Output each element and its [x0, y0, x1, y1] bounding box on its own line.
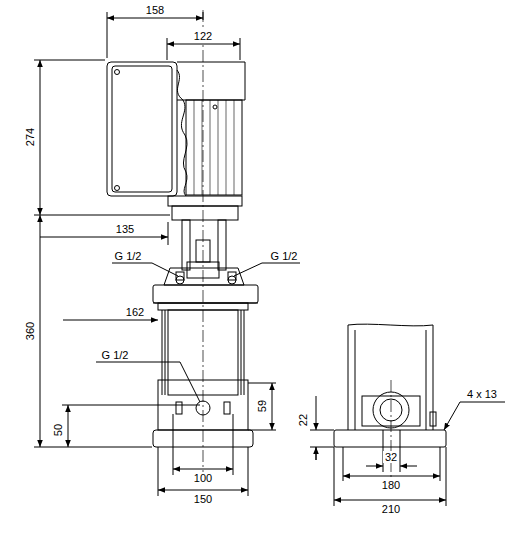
dimension-label: 150 [192, 493, 214, 505]
dimension-label: 360 [24, 320, 36, 342]
dimension-label: 4 x 13 [465, 388, 499, 400]
dimension-label: 162 [124, 306, 146, 318]
dimension-label: 32 [383, 451, 399, 463]
dimension-label: 59 [256, 398, 268, 414]
dimension-label: G 1/2 [113, 250, 144, 262]
dimension-label: 122 [192, 30, 214, 42]
dimension-label: G 1/2 [100, 349, 131, 361]
dimension-label: 274 [24, 126, 36, 148]
dimension-label: 158 [144, 4, 166, 16]
dimension-label: 100 [192, 472, 214, 484]
dimension-label: 50 [52, 422, 64, 438]
dimension-label: G 1/2 [269, 250, 300, 262]
dimension-label: 180 [380, 479, 402, 491]
dimension-label: 22 [297, 412, 309, 428]
dimension-label: 135 [114, 223, 136, 235]
dimension-label: 210 [380, 503, 402, 515]
